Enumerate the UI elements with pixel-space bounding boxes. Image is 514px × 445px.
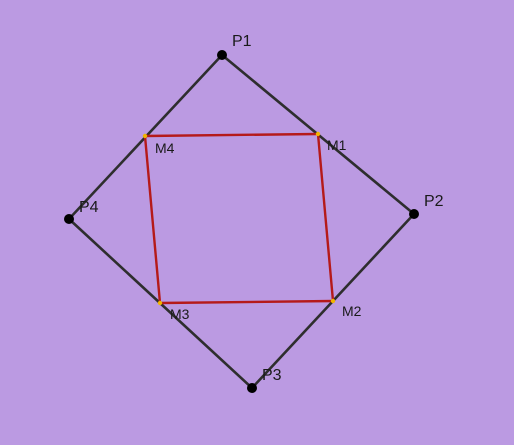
- vertex-p1[interactable]: [217, 50, 227, 60]
- point-labels: P1 P2 P3 P4 M1 M2 M3 M4: [79, 33, 444, 384]
- label-m2: M2: [342, 303, 362, 319]
- label-m4: M4: [155, 140, 175, 156]
- midpoint-m2[interactable]: [330, 298, 336, 304]
- edge-m3-m4: [143, 134, 162, 305]
- midpoint-m1[interactable]: [315, 131, 321, 137]
- vertex-points: [64, 50, 419, 393]
- vertex-p2[interactable]: [409, 209, 419, 219]
- label-p3: P3: [262, 367, 282, 384]
- label-p2: P2: [424, 193, 444, 210]
- edge-m1-m2: [316, 132, 335, 303]
- edge-m4-m1: [143, 132, 320, 138]
- label-p1: P1: [232, 33, 252, 50]
- label-m3: M3: [170, 306, 190, 322]
- midpoint-markers: [142, 131, 336, 306]
- label-p4: P4: [79, 199, 99, 216]
- midpoint-quadrilateral: [143, 132, 335, 305]
- vertex-p4[interactable]: [64, 214, 74, 224]
- midpoint-m3[interactable]: [157, 300, 163, 306]
- label-m1: M1: [327, 137, 347, 153]
- vertex-p3[interactable]: [247, 383, 257, 393]
- edge-m2-m3: [158, 299, 335, 305]
- midpoint-m4[interactable]: [142, 133, 148, 139]
